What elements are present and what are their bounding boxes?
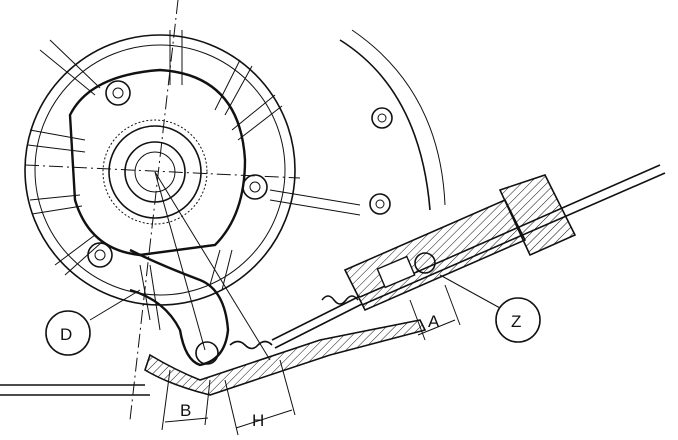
lower-housing [0,319,427,396]
center-lines [24,0,301,421]
label-B: B [180,401,191,420]
label-D: D [60,325,72,344]
label-A: A [428,312,440,331]
dimension-H [224,359,296,436]
cable-housing [343,174,577,312]
brake-lever [129,248,230,367]
dimension-B [161,369,211,431]
callout-circle-Z [495,297,541,343]
hub-plate [68,68,268,268]
label-H: H [252,411,264,430]
label-Z: Z [511,312,521,331]
dimension-A [409,284,461,341]
leader-D [89,289,141,321]
housing-outer-arc [339,29,446,215]
callout-circle-D [45,310,91,356]
leader-Z [439,274,501,309]
